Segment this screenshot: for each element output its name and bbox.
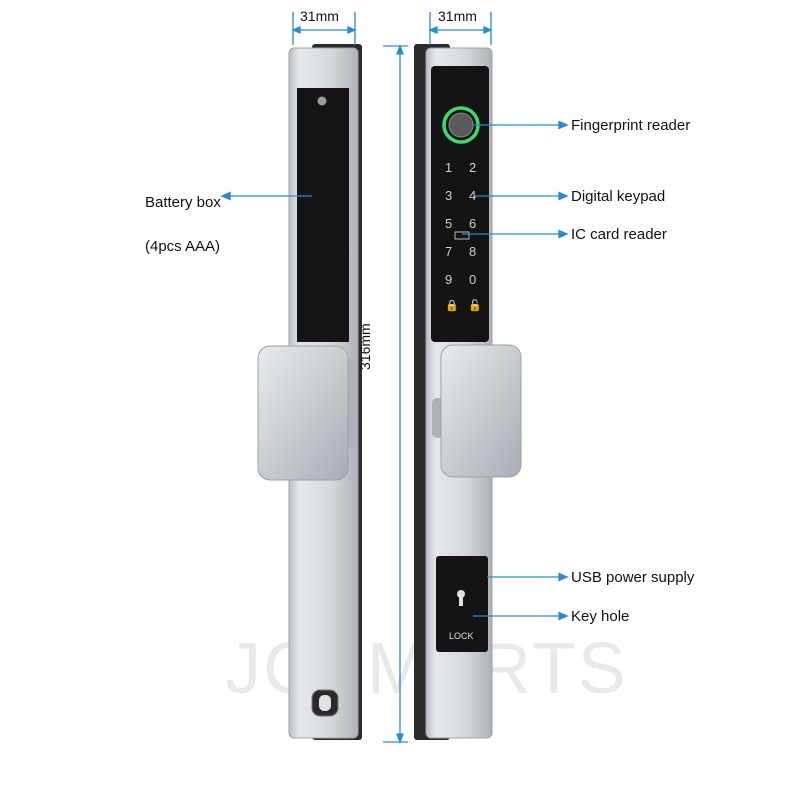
keypad-key-9: 9 (445, 272, 453, 287)
keypad-key-7: 7 (445, 244, 453, 259)
lock-icon: 🔒 (445, 300, 459, 312)
callout-ic-arrowhead (558, 229, 569, 239)
dimension-lines (291, 12, 493, 744)
back-bottom-hole-inner (319, 695, 331, 711)
dim-arrow (428, 26, 438, 34)
callout-battery-arrowhead (220, 191, 231, 201)
label-key-hole: Key hole (571, 608, 630, 625)
dim-arrow (291, 26, 301, 34)
label-fingerprint-reader: Fingerprint reader (571, 117, 691, 134)
ic-card-symbol (454, 231, 470, 240)
dim-arrow (396, 733, 404, 744)
label-usb-power-supply: USB power supply (571, 569, 695, 586)
keypad-key-3: 3 (445, 188, 453, 203)
dim-label-left-width: 31mm (300, 8, 339, 24)
keypad-key-8: 8 (469, 244, 477, 259)
dim-arrow (483, 26, 493, 34)
lock-front-view (414, 44, 522, 740)
keypad-key-5: 5 (445, 216, 453, 231)
callout-fingerprint-arrowhead (558, 120, 569, 130)
back-handle (257, 345, 349, 481)
keypad-key-4: 4 (469, 188, 477, 203)
label-battery-box: Battery box (145, 194, 221, 211)
front-handle (440, 344, 522, 478)
key-hole-slot (459, 594, 463, 606)
battery-screw (317, 96, 327, 106)
dim-label-height: 316mm (357, 323, 373, 370)
unlock-icon: 🔓 (468, 300, 482, 312)
callout-keypad-arrowhead (558, 191, 569, 201)
fingerprint-sensor (448, 112, 474, 138)
dim-label-right-width: 31mm (438, 8, 477, 24)
keypad-key-0: 0 (469, 272, 477, 287)
keypad-key-2: 2 (469, 160, 477, 175)
keypad-key-1: 1 (445, 160, 453, 175)
callout-arrows (220, 120, 569, 621)
label-battery-spec: (4pcs AAA) (145, 238, 221, 255)
battery-box (297, 88, 349, 342)
keypad-key-6: 6 (469, 216, 477, 231)
label-digital-keypad: Digital keypad (571, 188, 666, 205)
callout-usb-arrowhead (558, 572, 569, 582)
label-ic-card-reader: IC card reader (571, 226, 667, 243)
callout-keyhole-arrowhead (558, 611, 569, 621)
lock-back-view (257, 44, 362, 740)
lock-engraving: LOCK (449, 631, 474, 641)
dim-arrow (396, 44, 404, 55)
dim-arrow (347, 26, 357, 34)
